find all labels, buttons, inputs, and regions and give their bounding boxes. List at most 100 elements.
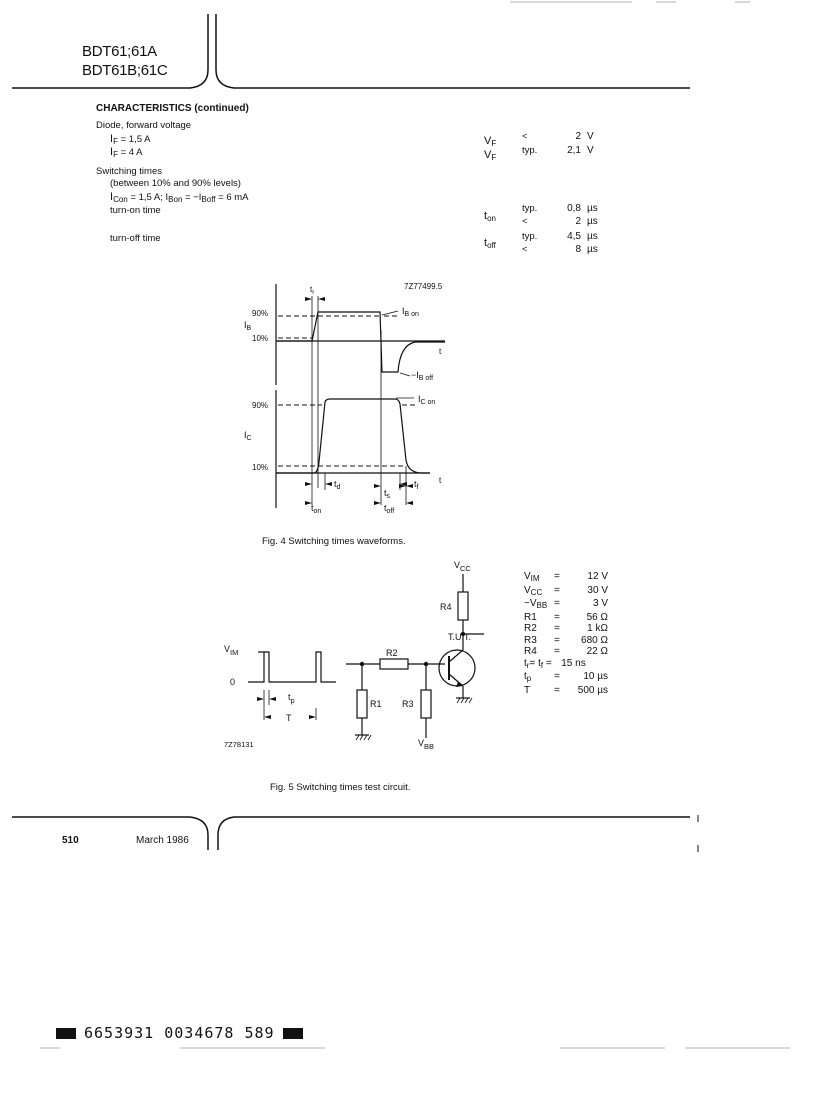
fig4-90a: 90%: [252, 309, 268, 318]
fig4-ton: t: [311, 503, 314, 513]
toff-qual-1: typ.: [522, 231, 538, 242]
fig5-vcc: V: [454, 560, 460, 570]
fig4-ts: t: [384, 488, 387, 498]
barcode-block-left: [56, 1027, 76, 1039]
diode-value-1: 2: [575, 131, 581, 142]
diode-qual-1: <: [522, 131, 528, 142]
fig5-code: 7Z78131: [224, 740, 254, 749]
diode-cond-2: IF = 4 A: [110, 146, 143, 159]
diode-value-2: 2,1: [567, 145, 581, 156]
barcode-line: 6653931 0034678 589: [56, 1024, 303, 1042]
fig4-code: 7Z77499.5: [404, 282, 443, 291]
param-row: T=500 µs: [524, 684, 608, 696]
diode-qual-2: typ.: [522, 145, 538, 156]
fig5-caption: Fig. 5 Switching times test circuit.: [270, 782, 411, 793]
ton-qual-2: <: [522, 216, 528, 227]
fig5-vbb: V: [418, 738, 424, 748]
param-row: tp=10 µs: [524, 671, 608, 683]
svg-text:VCC: VCC: [454, 560, 471, 573]
fig4-iboff: −I: [411, 370, 419, 380]
ton-symbol: ton: [484, 210, 496, 223]
diode-sym-1: VF: [484, 135, 497, 148]
section-title: CHARACTERISTICS (continued): [96, 103, 249, 114]
toff-unit-1: µs: [587, 231, 598, 242]
fig4-t2: t: [439, 476, 442, 485]
fig5-tp: t: [288, 692, 291, 702]
turn-on-label: turn-on time: [110, 205, 161, 216]
svg-text:IB on: IB on: [402, 306, 419, 318]
diode-sym-2: VF: [484, 149, 497, 162]
svg-text:−IB off: −IB off: [411, 370, 433, 382]
svg-text:VBB: VBB: [418, 738, 434, 751]
toff-symbol: toff: [484, 237, 496, 250]
param-row: R4=22 Ω: [524, 646, 608, 657]
fig5-T: T: [286, 713, 292, 723]
svg-text:IC on: IC on: [418, 394, 435, 406]
svg-text:ts: ts: [384, 488, 391, 500]
diode-cond-1: IF = 1,5 A: [110, 133, 151, 146]
fig4-ic: I: [244, 430, 247, 440]
param-row: R1=56 Ω: [524, 611, 608, 623]
param-row: −VBB=3 V: [524, 598, 608, 610]
svg-text:toff: toff: [384, 503, 394, 515]
fig4-90b: 90%: [252, 401, 268, 410]
param-row: R2=1 kΩ: [524, 623, 608, 634]
switching-conditions: ICon = 1,5 A; IBon = −IBoff = 6 mA: [110, 191, 249, 204]
ton-value-2: 2: [575, 216, 581, 227]
fig5-r3-label: R3: [402, 699, 414, 709]
fig4-waveform-diagram: 7Z77499.5 tr 90% 10% IB IB on t −IB off …: [244, 282, 445, 515]
fig4-t1: t: [439, 347, 442, 356]
svg-text:IC: IC: [244, 430, 252, 442]
fig5-parameter-list: VIM=12 V VCC=30 V −VBB=3 V R1=56 Ω R2=1 …: [524, 571, 608, 696]
switching-levels: (between 10% and 90% levels): [110, 178, 241, 189]
ton-value-1: 0,8: [567, 203, 581, 214]
ton-unit-2: µs: [587, 216, 598, 227]
fig4-10b: 10%: [252, 463, 268, 472]
param-row: VIM=12 V: [524, 571, 608, 583]
fig4-icon: I: [418, 394, 421, 404]
diode-label: Diode, forward voltage: [96, 120, 192, 131]
page-number: 510: [62, 835, 79, 846]
toff-value-1: 4,5: [567, 231, 581, 242]
svg-text:IB: IB: [244, 320, 252, 332]
fig5-r1-label: R1: [370, 699, 382, 709]
toff-qual-2: <: [522, 244, 528, 255]
header-title-block: BDT61;61A BDT61B;61C: [82, 42, 168, 80]
footer-date: March 1986: [136, 835, 189, 846]
fig4-ibon: I: [402, 306, 405, 316]
param-row: tr= tf =15 ns: [524, 657, 586, 670]
switching-label: Switching times: [96, 166, 162, 177]
fig4-toff: t: [384, 503, 387, 513]
diode-unit-2: V: [587, 145, 594, 156]
param-row: R3=680 Ω: [524, 634, 608, 646]
fig4-tf: t: [414, 479, 417, 489]
barcode-text: 6653931 0034678 589: [84, 1024, 275, 1042]
fig5-circuit-diagram: VCC R4 T.U.T. VIM 0 R2 R1 R3 VBB tp T 7Z…: [224, 560, 484, 751]
fig4-10a: 10%: [252, 334, 268, 343]
title-line-2: BDT61B;61C: [82, 62, 168, 79]
svg-text:ton: ton: [311, 503, 321, 515]
diode-unit-1: V: [587, 131, 594, 142]
fig4-ib: I: [244, 320, 247, 330]
svg-text:VIM: VIM: [224, 644, 238, 657]
turn-off-label: turn-off time: [110, 233, 161, 244]
fig5-r2-label: R2: [386, 648, 398, 658]
toff-value-2: 8: [575, 244, 581, 255]
param-row: VCC=30 V: [524, 584, 608, 597]
fig4-td: t: [334, 479, 337, 489]
barcode-block-right: [282, 1027, 303, 1039]
svg-text:tp: tp: [288, 692, 295, 705]
ton-qual-1: typ.: [522, 203, 538, 214]
ton-unit-1: µs: [587, 203, 598, 214]
fig5-r4-label: R4: [440, 602, 452, 612]
fig5-tut-label: T.U.T.: [448, 632, 471, 642]
svg-text:tr: tr: [310, 285, 315, 296]
svg-text:tf: tf: [414, 479, 419, 491]
toff-unit-2: µs: [587, 244, 598, 255]
fig4-tr: t: [310, 285, 313, 294]
title-line-1: BDT61;61A: [82, 43, 157, 60]
fig4-caption: Fig. 4 Switching times waveforms.: [262, 536, 406, 547]
fig5-vim: V: [224, 644, 230, 654]
fig5-zero: 0: [230, 677, 235, 687]
